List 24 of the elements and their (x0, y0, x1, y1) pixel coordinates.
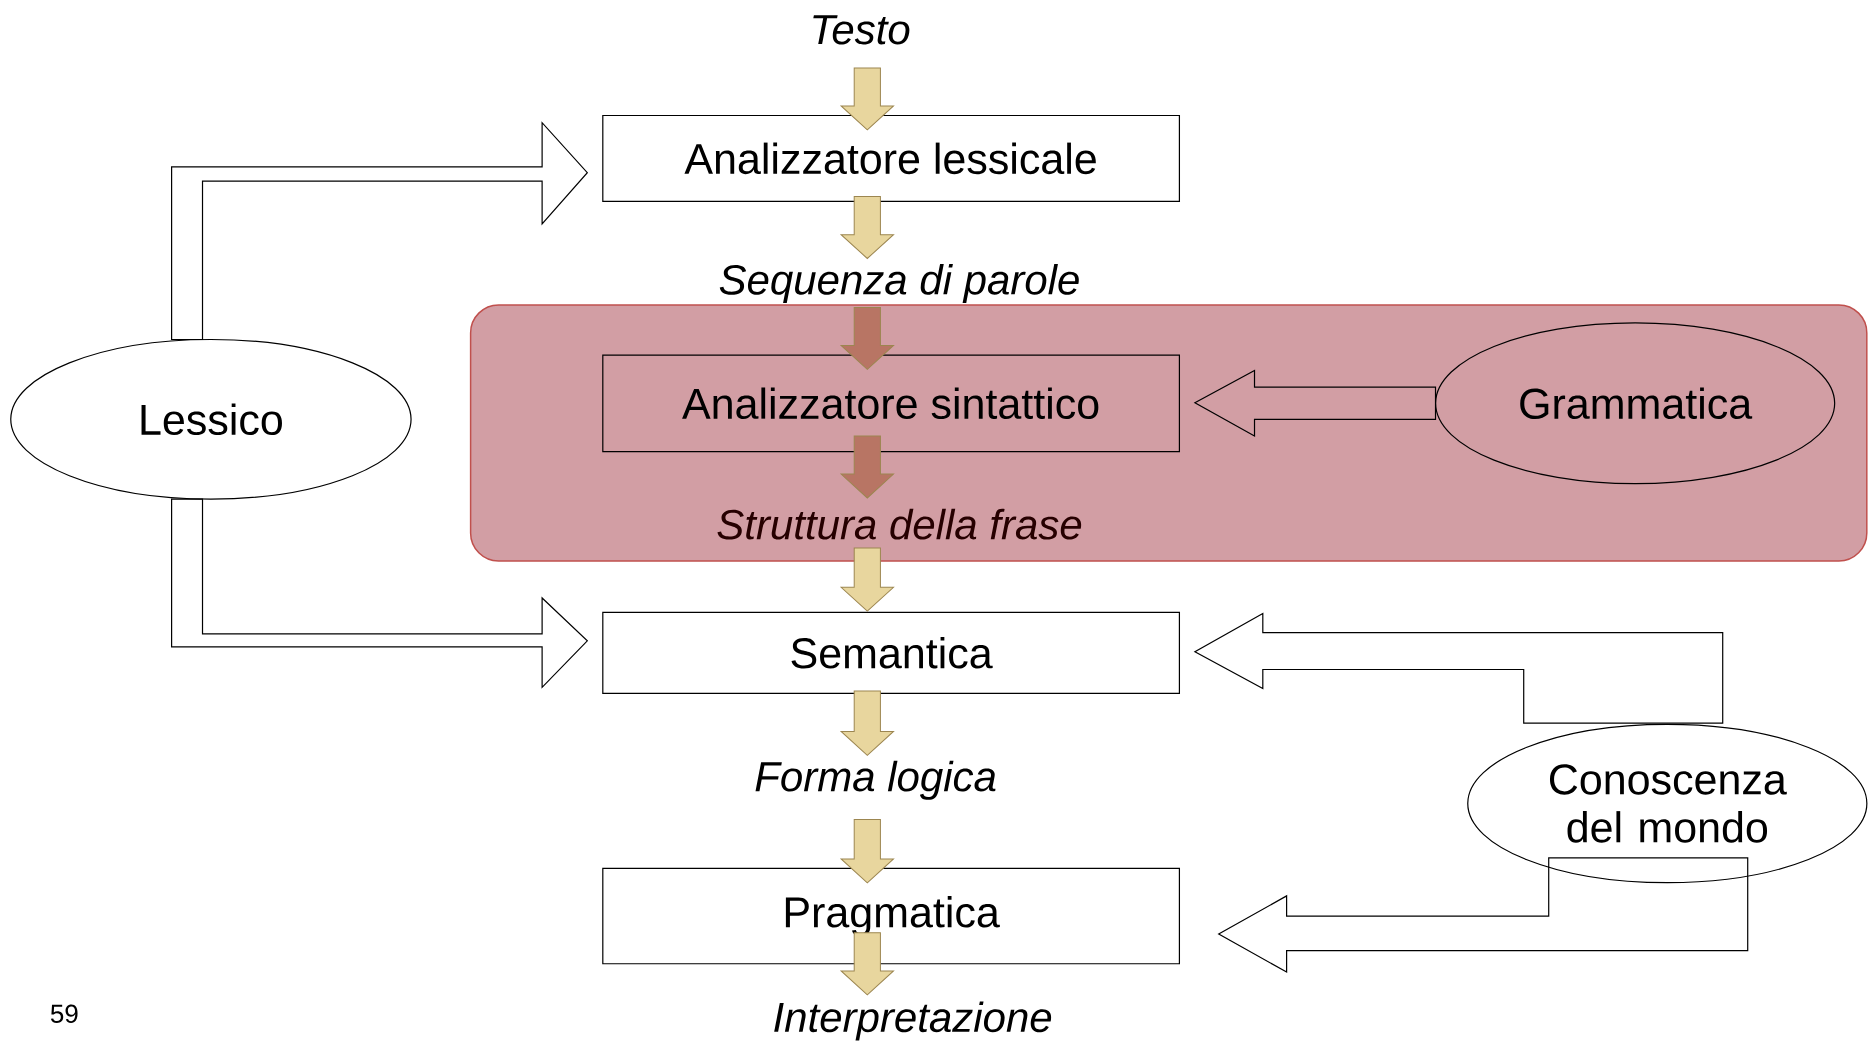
block-arrow (171, 498, 589, 689)
flow-label: Forma logica (755, 760, 996, 800)
block-arrow (840, 932, 894, 996)
process-box: Analizzatore sintattico (602, 354, 1180, 453)
block-arrow (171, 121, 589, 341)
slide-number: 59 (50, 1004, 78, 1023)
block-arrow (840, 690, 894, 756)
block-arrow (840, 819, 894, 884)
block-arrow (840, 547, 894, 612)
highlight-band (469, 304, 1868, 562)
process-box: Pragmatica (602, 867, 1180, 965)
block-arrow (1217, 857, 1749, 974)
process-box: Semantica (602, 611, 1180, 694)
flow-label: Testo (813, 15, 910, 45)
block-arrow (840, 67, 894, 131)
block-arrow (1193, 369, 1437, 437)
block-arrow (840, 196, 894, 259)
block-arrow (840, 435, 894, 499)
block-arrow (840, 306, 894, 370)
process-box: Analizzatore lessicale (602, 114, 1180, 202)
flow-label: Struttura della frase (717, 508, 1082, 540)
flow-label: Sequenza di parole (719, 263, 1079, 304)
block-arrow (1193, 612, 1724, 724)
flow-label: Interpretazione (774, 1001, 1052, 1041)
